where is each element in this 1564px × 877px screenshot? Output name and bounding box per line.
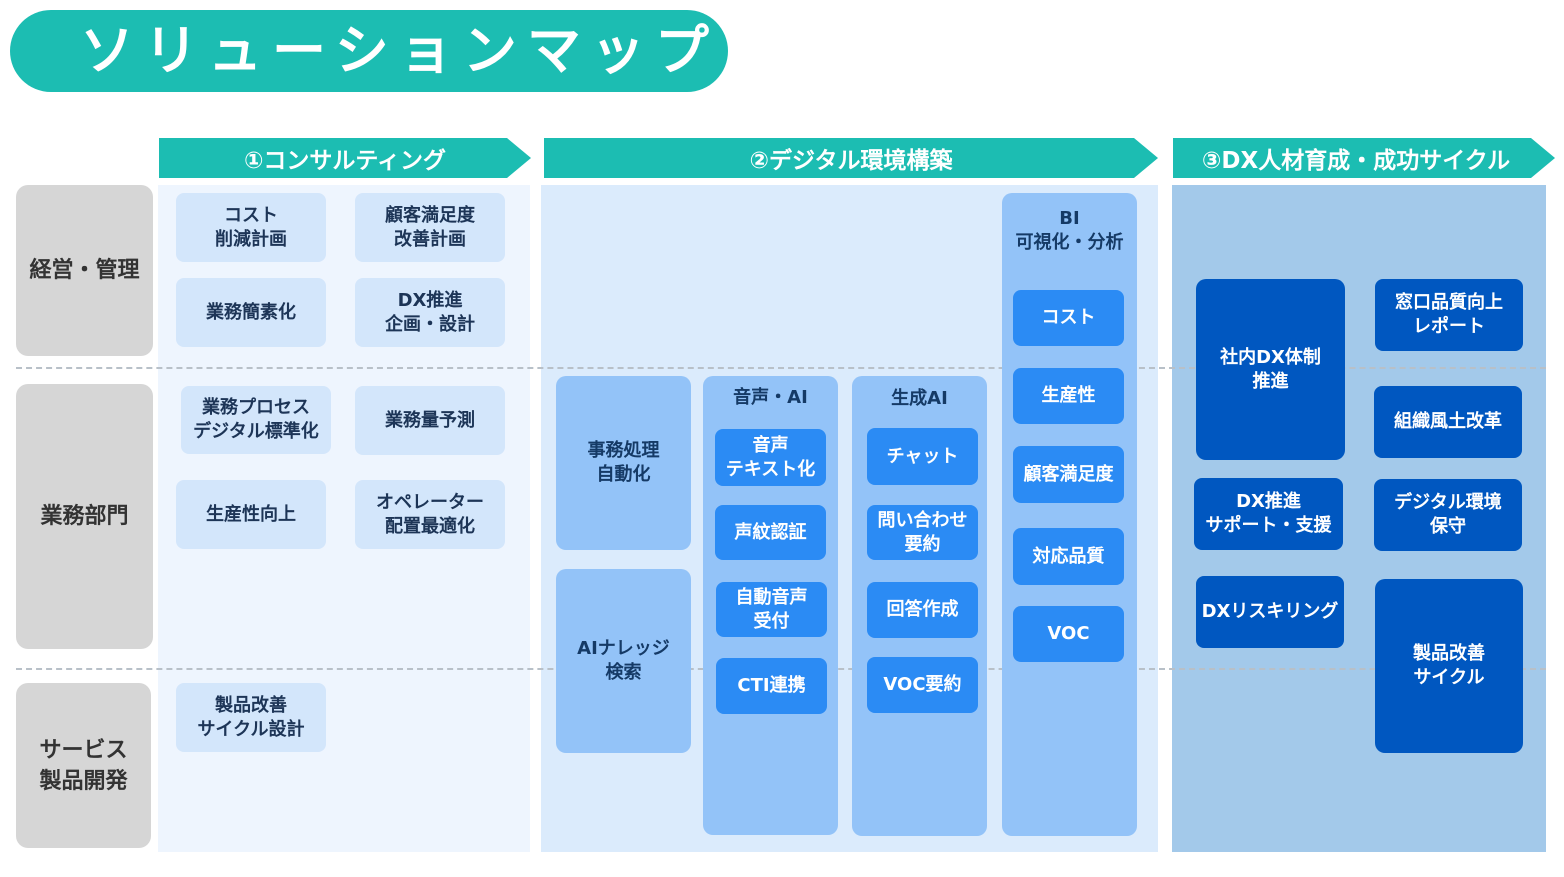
dx-item: 社内DX体制 推進: [1196, 279, 1345, 460]
bi-item: 生産性: [1013, 368, 1124, 424]
consulting-item: オペレーター 配置最適化: [355, 480, 505, 549]
phase-label: ③DX人材育成・成功サイクル: [1201, 148, 1511, 174]
phase-label: ②デジタル環境構築: [749, 148, 953, 174]
row-label-text: 業務部門: [40, 504, 129, 529]
row-label-text: 経営・管理: [29, 258, 140, 283]
phase-arrow-consulting: ①コンサルティング: [159, 138, 531, 178]
consulting-item: 顧客満足度 改善計画: [355, 193, 505, 262]
voice-ai-item: 自動音声 受付: [716, 582, 827, 637]
dx-item: 窓口品質向上 レポート: [1375, 279, 1523, 351]
gen-ai-item: 問い合わせ 要約: [867, 505, 978, 560]
row-label-business: 業務部門: [16, 384, 153, 649]
dx-item: DXリスキリング: [1196, 576, 1344, 648]
bi-title: BI 可視化・分析: [1015, 208, 1124, 253]
bi-item: 顧客満足度: [1013, 446, 1124, 503]
consulting-item: コスト 削減計画: [176, 193, 326, 262]
bi-item: コスト: [1013, 290, 1124, 346]
phase-arrow-digital: ②デジタル環境構築: [544, 138, 1158, 178]
voice-ai-item: CTI連携: [716, 658, 827, 714]
gen-ai-item: 回答作成: [867, 582, 978, 638]
voice-ai-item: 音声 テキスト化: [715, 429, 826, 486]
dx-item: デジタル環境 保守: [1374, 479, 1522, 551]
row-label-management: 経営・管理: [16, 185, 153, 356]
title-banner: ソリューションマップ: [10, 10, 728, 92]
dx-item: 組織風土改革: [1374, 386, 1522, 458]
digital-item: 事務処理 自動化: [556, 376, 691, 550]
consulting-item: 生産性向上: [176, 480, 326, 549]
gen-ai-item: チャット: [867, 428, 978, 485]
consulting-item: 製品改善 サイクル設計: [176, 683, 326, 752]
bi-item: 対応品質: [1013, 528, 1124, 585]
phase-label: ①コンサルティング: [243, 148, 447, 174]
dx-item: 製品改善 サイクル: [1375, 579, 1523, 753]
phase-arrow-dx: ③DX人材育成・成功サイクル: [1173, 138, 1555, 178]
row-label-text: サービス 製品開発: [39, 737, 128, 794]
consulting-item: 業務簡素化: [176, 278, 326, 347]
bi-item: VOC: [1013, 606, 1124, 662]
voice-ai-item: 声紋認証: [715, 505, 826, 560]
row-label-service: サービス 製品開発: [16, 683, 151, 848]
consulting-item: 業務プロセス デジタル標準化: [181, 386, 331, 454]
page-title: ソリューションマップ: [80, 19, 719, 82]
digital-item: AIナレッジ 検索: [556, 569, 691, 753]
voice-ai-title: 音声・AI: [733, 387, 808, 408]
gen-ai-title: 生成AI: [891, 388, 948, 409]
consulting-item: 業務量予測: [355, 386, 505, 455]
row-separator: [16, 367, 1546, 369]
dx-item: DX推進 サポート・支援: [1194, 478, 1343, 550]
gen-ai-item: VOC要約: [867, 657, 978, 713]
consulting-item: DX推進 企画・設計: [355, 278, 505, 347]
